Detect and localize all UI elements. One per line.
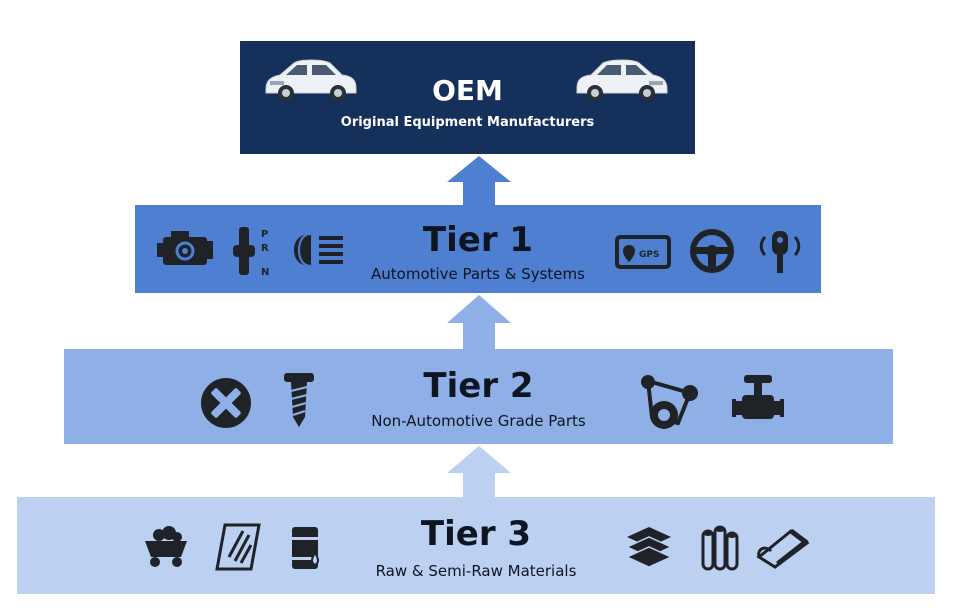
pipes-icon bbox=[699, 523, 739, 573]
oem-title: OEM bbox=[432, 74, 503, 107]
valve-icon bbox=[730, 371, 786, 429]
tier3-subtitle: Raw & Semi-Raw Materials bbox=[375, 562, 577, 580]
gear-shifter-icon: P R N bbox=[231, 223, 275, 279]
glass-sheet-icon bbox=[215, 521, 261, 573]
steel-beams-icon bbox=[623, 523, 675, 571]
tier2-band: Tier 2 Non-Automotive Grade Parts bbox=[64, 349, 893, 444]
shifter-label-n: N bbox=[261, 267, 269, 278]
car-key-icon bbox=[755, 227, 805, 277]
tier2-subtitle: Non-Automotive Grade Parts bbox=[371, 412, 586, 430]
gps-icon: GPS bbox=[613, 231, 673, 273]
oem-subtitle: Original Equipment Manufacturers bbox=[340, 115, 595, 130]
tier3-band: Tier 3 Raw & Semi-Raw Materials bbox=[17, 497, 935, 594]
shifter-label-p: P bbox=[261, 229, 268, 240]
car-icon bbox=[573, 55, 673, 105]
tier3-title: Tier 3 bbox=[420, 514, 532, 554]
steering-wheel-icon bbox=[689, 228, 735, 274]
shifter-label-r: R bbox=[261, 243, 269, 254]
belt-pulley-icon bbox=[638, 373, 700, 433]
oem-band: OEM Original Equipment Manufacturers bbox=[240, 41, 695, 154]
tier2-title: Tier 2 bbox=[423, 366, 534, 406]
arrow-tier1-to-oem bbox=[447, 156, 511, 206]
ore-cart-icon bbox=[141, 523, 191, 569]
sheet-roll-icon bbox=[755, 527, 811, 569]
engine-icon bbox=[155, 229, 215, 271]
car-icon bbox=[260, 55, 360, 105]
headlight-icon bbox=[291, 231, 347, 269]
gps-label: GPS bbox=[639, 250, 659, 260]
tier1-band: Tier 1 Automotive Parts & Systems P R N bbox=[135, 205, 821, 293]
tier1-title: Tier 1 bbox=[422, 220, 534, 260]
screw-icon bbox=[282, 371, 316, 429]
screw-head-icon bbox=[198, 375, 254, 431]
oil-barrel-icon bbox=[289, 523, 325, 575]
arrow-tier3-to-tier2 bbox=[447, 446, 511, 498]
arrow-tier2-to-tier1 bbox=[447, 295, 511, 350]
tier1-subtitle: Automotive Parts & Systems bbox=[371, 265, 585, 283]
